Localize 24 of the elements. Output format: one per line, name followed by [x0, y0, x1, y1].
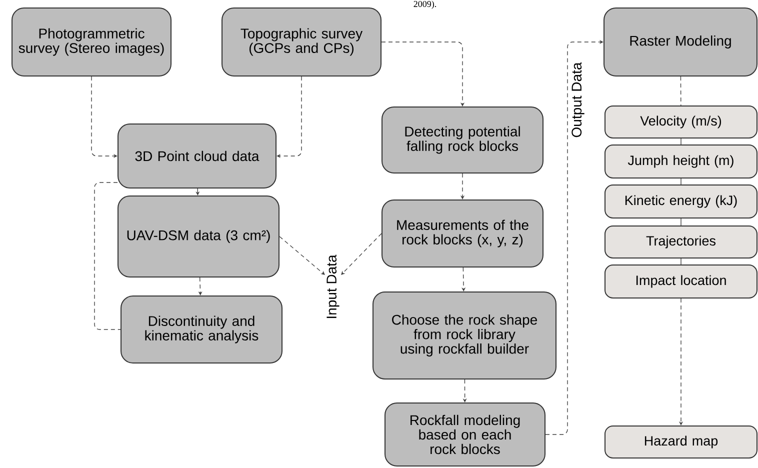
process-box: UAV-DSM data (3 cm²): [118, 196, 280, 278]
process-box: Topographic survey (GCPs and CPs): [222, 8, 382, 76]
arrow: [381, 42, 465, 106]
process-box: Photogrammetric survey (Stereo images): [12, 8, 172, 76]
process-box: Rockfall modeling based on each rock blocks: [384, 402, 546, 466]
arrow: [276, 76, 302, 158]
arrow: [545, 40, 604, 435]
output-box: Jumph height (m): [604, 144, 758, 178]
process-box: Discontinuity and kinematic analysis: [120, 296, 282, 364]
output-box: Trajectories: [604, 226, 758, 258]
process-box: 3D Point cloud data: [118, 124, 276, 188]
process-box: Raster Modeling: [604, 8, 758, 76]
output-box: Impact location: [604, 264, 758, 298]
output-box: Hazard map: [604, 426, 758, 458]
process-box: Detecting potential falling rock blocks: [382, 106, 544, 174]
arrow: [341, 233, 382, 275]
output-box: Velocity (m/s): [604, 106, 758, 138]
arrow: [279, 236, 325, 275]
edge-label: Output Data: [570, 61, 586, 139]
output-box: Kinetic energy (kJ): [604, 184, 758, 218]
input-data-label: Input Data: [326, 254, 340, 318]
process-box: Measurements of the rock blocks (x, y, z): [382, 200, 544, 268]
process-box: Choose the rock shape from rock library using rockfall builder: [372, 292, 556, 380]
caption-fragment: 2009).: [414, 0, 436, 9]
